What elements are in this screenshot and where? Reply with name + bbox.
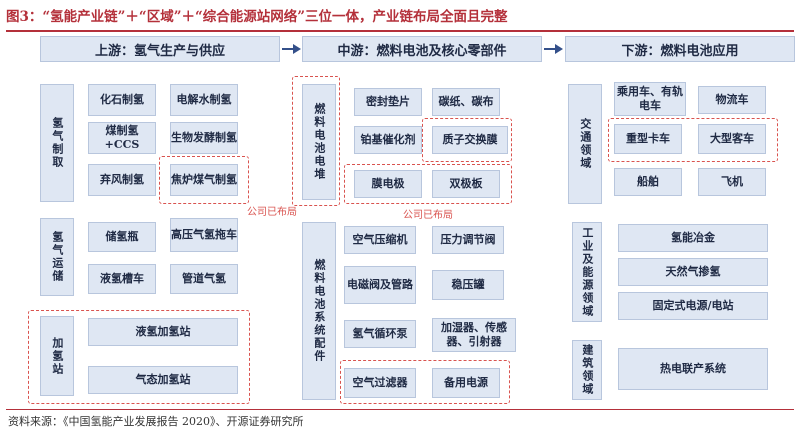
company-highlight-membrane (422, 118, 512, 162)
item-ship: 船舶 (614, 168, 682, 196)
company-highlight-truck-bus (608, 118, 778, 162)
category-building: 建筑领域 (572, 340, 602, 400)
category-fuel-cell-system-parts: 燃料电池系统配件 (302, 222, 336, 400)
item-biofermentation-hydrogen: 生物发酵制氢 (170, 122, 238, 154)
item-hydrogen-metallurgy: 氢能冶金 (618, 224, 768, 252)
item-electrolysis-hydrogen: 电解水制氢 (170, 84, 238, 116)
item-air-compressor: 空气压缩机 (344, 226, 416, 254)
item-platinum-catalyst: 铂基催化剂 (354, 126, 422, 154)
item-large-bus: 大型客车 (698, 124, 766, 154)
company-highlight-mea-bipolar (344, 164, 512, 204)
item-membrane-electrode: 膜电极 (354, 170, 422, 198)
category-industry-energy: 工业及能源领域 (572, 222, 602, 322)
item-stationary-power: 固定式电源/电站 (618, 292, 768, 320)
midstream-header: 中游：燃料电池及核心零部件 (302, 36, 542, 62)
item-proton-exchange-membrane: 质子交换膜 (432, 126, 508, 154)
arrow-upstream-to-midstream (282, 44, 301, 54)
item-high-pressure-trailer: 高压气氢拖车 (170, 218, 238, 252)
figure-title: 图3：“氢能产业链”＋“区域”＋“综合能源站网络”三位一体，产业链布局全面且完整 (6, 9, 508, 25)
item-coke-oven-gas-hydrogen: 焦炉煤气制氢 (170, 164, 238, 196)
item-hydrogen-recirculation-pump: 氢气循环泵 (344, 320, 416, 348)
item-air-filter: 空气过滤器 (344, 368, 416, 398)
company-highlight-coke-oven (159, 156, 249, 204)
company-highlight-refueling (28, 310, 250, 404)
category-fuel-cell-stack: 燃料电池电堆 (302, 84, 336, 200)
item-solenoid-valve-pipe: 电磁阀及管路 (344, 266, 416, 304)
category-hydrogen-production: 氢气制取 (40, 84, 74, 202)
item-pipeline-hydrogen: 管道气氢 (170, 264, 238, 294)
footer-divider (6, 409, 794, 410)
upstream-header: 上游：氢气生产与供应 (40, 36, 280, 62)
item-curtailed-wind-hydrogen: 弃风制氢 (88, 164, 156, 196)
category-hydrogen-storage: 氢气运储 (40, 218, 74, 296)
item-bipolar-plate: 双极板 (432, 170, 500, 198)
item-aircraft: 飞机 (698, 168, 766, 196)
company-highlight-stack (292, 76, 340, 206)
item-surge-tank: 稳压罐 (432, 270, 504, 300)
company-laid-out-tag-1: 公司已布局 (247, 207, 297, 218)
category-transportation: 交通领域 (568, 84, 602, 204)
item-heavy-truck: 重型卡车 (614, 124, 682, 154)
company-laid-out-tag-2: 公司已布局 (403, 210, 453, 221)
item-passenger-car-tram: 乘用车、有轨电车 (614, 82, 686, 116)
item-combined-heat-power: 热电联产系统 (618, 348, 768, 390)
item-sealing-gasket: 密封垫片 (354, 88, 422, 116)
category-refueling-station: 加氢站 (40, 316, 74, 396)
downstream-header: 下游：燃料电池应用 (565, 36, 795, 62)
company-highlight-filter-power (340, 360, 510, 404)
item-gaseous-hydrogen-station: 气态加氢站 (88, 366, 238, 394)
item-hydrogen-cylinder: 储氢瓶 (88, 222, 156, 252)
source-note: 资料来源：《中国氢能产业发展报告 2020》、开源证券研究所 (8, 415, 304, 428)
item-logistics-vehicle: 物流车 (698, 86, 766, 114)
item-liquid-hydrogen-tanker: 液氢槽车 (88, 264, 156, 294)
item-coal-ccs-hydrogen: 煤制氢+CCS (88, 122, 156, 154)
arrow-midstream-to-downstream (544, 44, 563, 54)
item-natural-gas-blending: 天然气掺氢 (618, 258, 768, 286)
item-carbon-paper-cloth: 碳纸、碳布 (432, 88, 500, 116)
item-fossil-hydrogen: 化石制氢 (88, 84, 156, 116)
title-divider (6, 30, 794, 32)
item-liquid-hydrogen-station: 液氢加氢站 (88, 318, 238, 346)
item-humidifier-sensor-ejector: 加湿器、传感器、引射器 (432, 318, 516, 352)
item-backup-power: 备用电源 (432, 368, 500, 398)
item-pressure-regulator: 压力调节阀 (432, 226, 504, 254)
